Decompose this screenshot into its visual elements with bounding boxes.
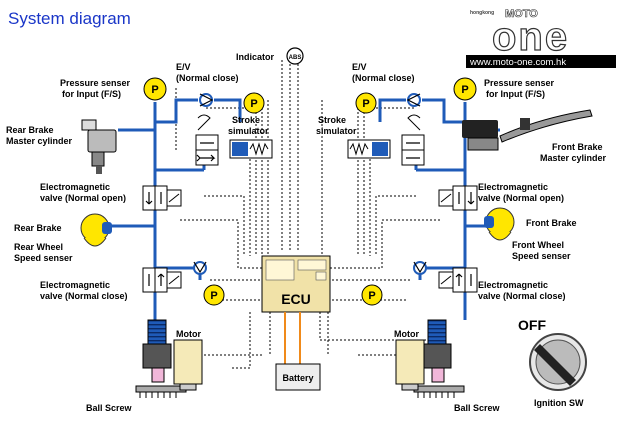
em-valve-close-left: [142, 267, 182, 293]
rear-master-label-2: Master cylinder: [6, 136, 73, 146]
ecu: ECU: [261, 255, 331, 313]
stroke-simulator-right-label: Stroke: [318, 115, 346, 125]
front-master-label: Front Brake: [552, 142, 603, 152]
abs-indicator: ABS: [286, 47, 304, 65]
check-valve-left-top: [199, 93, 214, 107]
svg-text:hongkong: hongkong: [470, 10, 494, 16]
svg-text:one: one: [492, 15, 569, 59]
motor-right-label: Motor: [394, 329, 419, 339]
actuator-left: [135, 319, 187, 398]
motor-right: [395, 339, 425, 391]
em-close-right-label: Electromagnetic: [478, 280, 548, 290]
stroke-simulator-left-label-2: simulator: [228, 126, 269, 136]
off-label: OFF: [518, 317, 546, 333]
em-close-left-label: Electromagnetic: [40, 280, 110, 290]
moto-one-logo: hongkong MOTO one www.moto-one.com.hk: [466, 8, 616, 68]
indicator-label: Indicator: [236, 52, 275, 62]
em-valve-open-right: [438, 185, 478, 211]
check-valve-left-bottom: [193, 261, 207, 275]
svg-text:MOTO: MOTO: [505, 8, 538, 20]
pressure-sensor-right-label: Pressure senser: [484, 78, 555, 88]
motor-left-label: Motor: [176, 329, 201, 339]
ecu-label: ECU: [281, 291, 311, 307]
battery-wires: [284, 312, 301, 364]
actuator-right: [413, 319, 465, 398]
pressure-sensor-left-label: Pressure senser: [60, 78, 131, 88]
motor-left: [173, 339, 203, 391]
svg-text:P: P: [362, 98, 369, 110]
ignition-label: Ignition SW: [534, 398, 584, 408]
pressure-sensor-right-sim: P: [355, 92, 377, 114]
em-close-left-label-2: valve (Normal close): [40, 291, 128, 301]
labels: Indicator E/V (Normal close) E/V (Normal…: [6, 52, 607, 413]
ev-left-label: E/V: [176, 62, 191, 72]
pressure-sensor-left-label-2: for Input (F/S): [62, 89, 121, 99]
stroke-simulator-left: [229, 139, 273, 159]
rear-wheel-label-2: Speed senser: [14, 253, 73, 263]
em-valve-close-right: [438, 267, 478, 293]
svg-text:P: P: [250, 98, 257, 110]
check-valve-right-bottom: [413, 261, 427, 275]
front-master-cylinder: [462, 109, 593, 151]
pressure-sensor-right-output: P: [361, 284, 383, 306]
battery: Battery: [275, 363, 321, 391]
em-close-right-label-2: valve (Normal close): [478, 291, 566, 301]
stroke-simulator-right-label-2: simulator: [316, 126, 357, 136]
svg-text:P: P: [210, 290, 217, 302]
ball-screw-right-label: Ball Screw: [454, 403, 501, 413]
front-brake-caliper: [484, 207, 515, 241]
em-open-right-label: Electromagnetic: [478, 182, 548, 192]
stroke-simulator-left-label: Stroke: [232, 115, 260, 125]
pressure-sensor-right-label-2: for Input (F/S): [486, 89, 545, 99]
svg-text:P: P: [461, 84, 468, 96]
stroke-simulator-right: [347, 139, 391, 159]
front-wheel-label: Front Wheel: [512, 240, 564, 250]
pressure-sensor-right-input: P: [453, 77, 477, 101]
ev-left-sub-label: (Normal close): [176, 73, 239, 83]
front-master-label-2: Master cylinder: [540, 153, 607, 163]
ev-right-sub-label: (Normal close): [352, 73, 415, 83]
battery-label: Battery: [282, 373, 313, 383]
em-open-left-label-2: valve (Normal open): [40, 193, 126, 203]
rear-brake-caliper: [80, 213, 112, 247]
front-brake-label: Front Brake: [526, 218, 577, 228]
ball-screw-left-label: Ball Screw: [86, 403, 133, 413]
rear-master-cylinder: [81, 119, 117, 174]
ev-valve-right: [401, 114, 425, 166]
ignition-switch: [529, 333, 587, 391]
em-valve-open-left: [142, 185, 182, 211]
ev-valve-left: [195, 114, 219, 166]
rear-brake-label: Rear Brake: [14, 223, 62, 233]
pressure-sensor-left-sim: P: [243, 92, 265, 114]
em-open-left-label: Electromagnetic: [40, 182, 110, 192]
logo-url: www.moto-one.com.hk: [469, 57, 566, 68]
em-open-right-label-2: valve (Normal open): [478, 193, 564, 203]
page-title: System diagram: [8, 9, 131, 28]
svg-text:ABS: ABS: [289, 55, 302, 61]
pressure-sensor-left-output: P: [203, 284, 225, 306]
rear-master-label: Rear Brake: [6, 125, 54, 135]
ev-right-label: E/V: [352, 62, 367, 72]
check-valve-right-top: [406, 93, 421, 107]
pressure-sensor-left-input: P: [143, 77, 167, 101]
front-wheel-label-2: Speed senser: [512, 251, 571, 261]
rear-wheel-label: Rear Wheel: [14, 242, 63, 252]
svg-text:P: P: [151, 84, 158, 96]
svg-text:P: P: [368, 290, 375, 302]
